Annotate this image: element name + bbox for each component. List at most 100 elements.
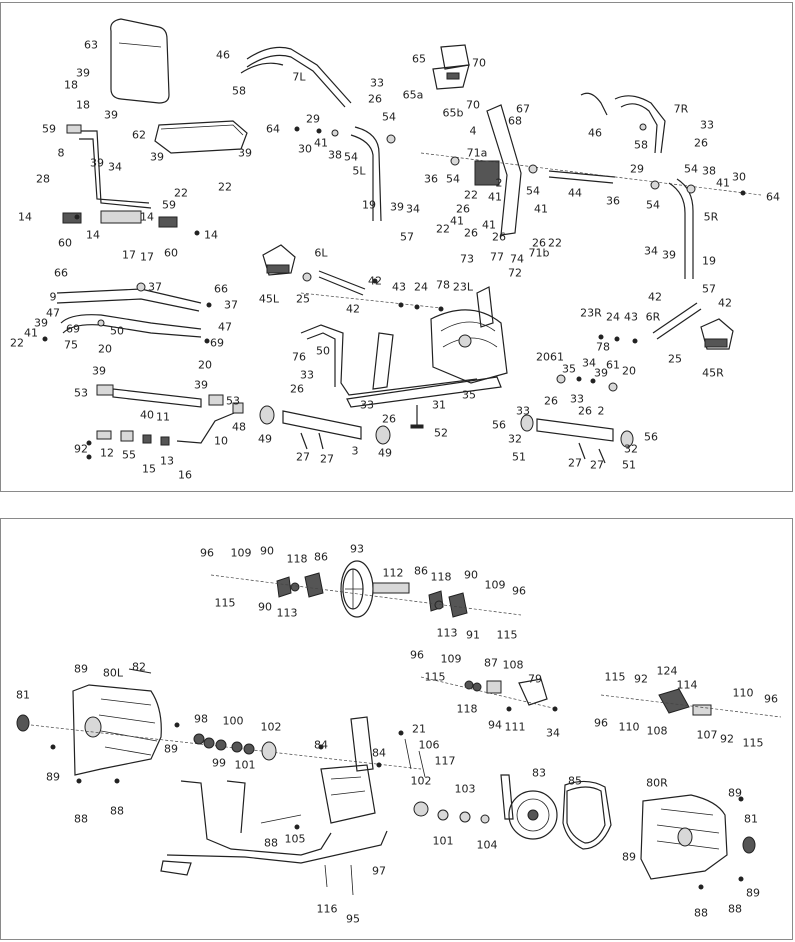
exploded-view-upper-assembly: 63 18 39 18 39 46 7L 58 33 26 65 70 65a … bbox=[0, 2, 793, 492]
part-label: 14 bbox=[204, 228, 218, 242]
part-label: 99 bbox=[212, 756, 226, 770]
part-label: 110 bbox=[732, 686, 754, 700]
part-label: 90 bbox=[464, 568, 478, 582]
part-label: 92 bbox=[74, 442, 88, 456]
part-label: 116 bbox=[316, 902, 338, 916]
part-label: 79 bbox=[528, 672, 542, 686]
part-label: 101 bbox=[234, 758, 256, 772]
part-label: 105 bbox=[284, 832, 306, 846]
rear-stabilizer-part bbox=[259, 405, 391, 445]
part-label: 49 bbox=[258, 432, 272, 446]
part-label: 18 bbox=[64, 78, 78, 92]
part-label: 54 bbox=[526, 184, 540, 198]
part-label: 33 bbox=[700, 118, 714, 132]
part-label: 94 bbox=[488, 718, 502, 732]
part-label: 89 bbox=[164, 742, 178, 756]
part-label: 76 bbox=[292, 350, 306, 364]
part-label: 3 bbox=[351, 444, 359, 458]
part-label: 22 bbox=[10, 336, 24, 350]
part-label: 7L bbox=[292, 70, 306, 84]
part-label: 41 bbox=[482, 218, 496, 232]
part-label: 47 bbox=[46, 306, 60, 320]
part-label: 52 bbox=[434, 426, 448, 440]
part-label: 87 bbox=[484, 656, 498, 670]
part-label: 33 bbox=[570, 392, 584, 406]
part-label: 113 bbox=[436, 626, 458, 640]
part-label: 43 bbox=[624, 310, 638, 324]
part-label: 80L bbox=[102, 666, 124, 680]
part-label: 107 bbox=[696, 728, 718, 742]
upright-tube-left-part bbox=[350, 126, 382, 222]
part-label: 26 bbox=[290, 382, 304, 396]
part-label: 118 bbox=[456, 702, 478, 716]
part-label: 61 bbox=[606, 358, 620, 372]
part-label: 39 bbox=[150, 150, 164, 164]
part-label: 39 bbox=[238, 146, 252, 160]
part-label: 34 bbox=[406, 202, 420, 216]
part-label: 39 bbox=[90, 156, 104, 170]
part-label: 14 bbox=[86, 228, 100, 242]
console-part bbox=[432, 44, 470, 90]
part-label: 27 bbox=[590, 458, 604, 472]
part-label: 13 bbox=[160, 454, 174, 468]
part-label: 26 bbox=[694, 136, 708, 150]
part-label: 5R bbox=[703, 210, 719, 224]
part-label: 68 bbox=[508, 114, 522, 128]
part-label: 102 bbox=[260, 720, 282, 734]
part-label: 36 bbox=[424, 172, 438, 186]
part-label: 32 bbox=[508, 432, 522, 446]
part-label: 51 bbox=[512, 450, 526, 464]
part-label: 53 bbox=[226, 394, 240, 408]
part-label: 117 bbox=[434, 754, 456, 768]
part-label: 59 bbox=[42, 122, 56, 136]
part-label: 34 bbox=[546, 726, 560, 740]
part-label: 26 bbox=[464, 226, 478, 240]
part-label: 80R bbox=[646, 776, 668, 790]
part-label: 41 bbox=[716, 176, 730, 190]
front-post-part bbox=[474, 104, 522, 236]
part-label: 51 bbox=[622, 458, 636, 472]
part-label: 22 bbox=[436, 222, 450, 236]
part-label: 113 bbox=[276, 606, 298, 620]
misc-fasteners bbox=[50, 706, 744, 896]
part-label: 41 bbox=[534, 202, 548, 216]
part-label: 32 bbox=[624, 442, 638, 456]
part-label: 39 bbox=[92, 364, 106, 378]
part-label: 20 bbox=[98, 342, 112, 356]
part-label: 25 bbox=[296, 292, 310, 306]
part-label: 55 bbox=[122, 448, 136, 462]
part-label: 111 bbox=[504, 720, 526, 734]
part-label: 56 bbox=[492, 418, 506, 432]
part-label: 93 bbox=[350, 542, 364, 556]
part-label: 108 bbox=[502, 658, 524, 672]
part-label: 39 bbox=[194, 378, 208, 392]
part-label: 42 bbox=[648, 290, 662, 304]
part-label: 96 bbox=[410, 648, 424, 662]
part-label: 8 bbox=[57, 146, 65, 160]
part-label: 41 bbox=[488, 190, 502, 204]
part-label: 26 bbox=[532, 236, 546, 250]
part-label: 36 bbox=[606, 194, 620, 208]
part-label: 20 bbox=[198, 358, 212, 372]
part-label: 84 bbox=[314, 738, 328, 752]
part-label: 33 bbox=[300, 368, 314, 382]
part-label: 26 bbox=[492, 230, 506, 244]
part-label: 48 bbox=[232, 420, 246, 434]
part-label: 17 bbox=[122, 248, 136, 262]
part-label: 12 bbox=[100, 446, 114, 460]
part-label: 101 bbox=[432, 834, 454, 848]
part-label: 83 bbox=[532, 766, 546, 780]
part-label: 118 bbox=[286, 552, 308, 566]
part-label: 29 bbox=[306, 112, 320, 126]
part-label: 6L bbox=[314, 246, 328, 260]
part-label: 67 bbox=[516, 102, 530, 116]
part-label: 118 bbox=[430, 570, 452, 584]
part-label: 115 bbox=[604, 670, 626, 684]
part-label: 109 bbox=[440, 652, 462, 666]
part-label: 104 bbox=[476, 838, 498, 852]
magnet-bracket-part bbox=[600, 688, 782, 718]
part-label: 26 bbox=[368, 92, 382, 106]
part-label: 78 bbox=[436, 278, 450, 292]
main-frame-part bbox=[300, 286, 508, 408]
part-label: 2 bbox=[495, 176, 503, 190]
